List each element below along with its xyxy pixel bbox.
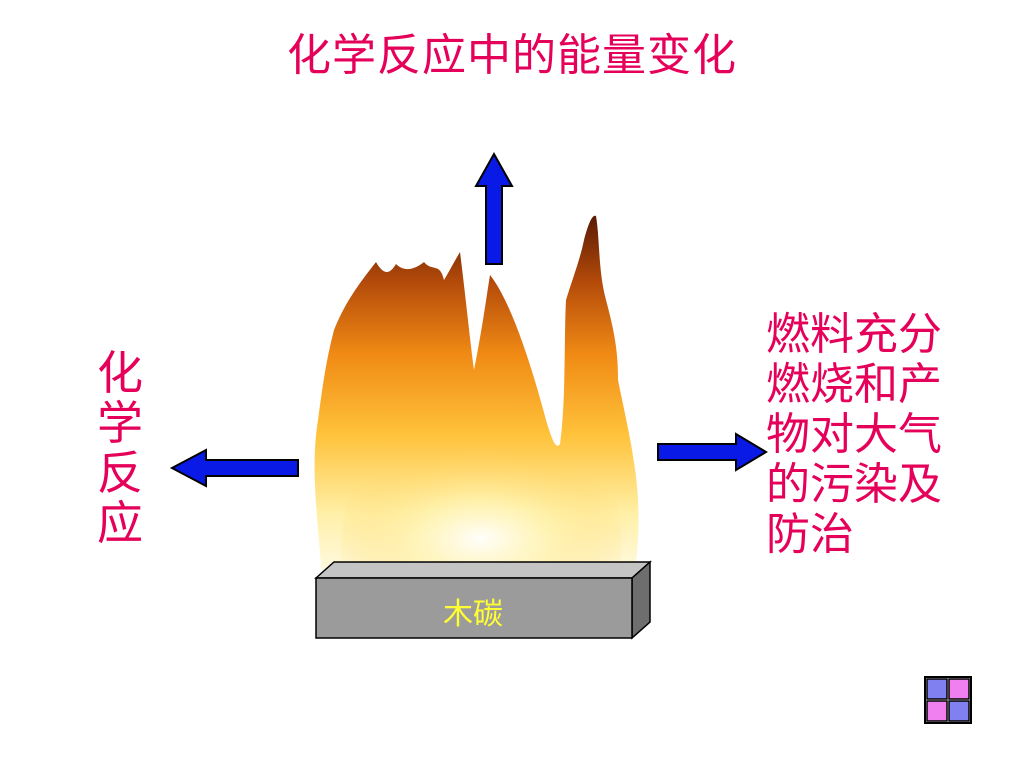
charcoal-front-face [315, 577, 633, 639]
charcoal-block [314, 560, 652, 640]
charcoal-label: 木碳 [443, 597, 503, 632]
chemical-reaction-label: 化 学 反 应 [97, 346, 143, 550]
flame-icon [314, 215, 639, 580]
arrow-right-icon [657, 432, 768, 472]
page-title: 化学反应中的能量变化 [287, 30, 737, 81]
arrow-up-icon [474, 151, 514, 265]
fuel-combustion-label: 燃料充分 燃烧和产 物对大气 的污染及 防治 [766, 309, 942, 560]
arrow-left-icon [169, 448, 299, 488]
charcoal-top-face [314, 561, 652, 579]
grid-nav-icon[interactable] [924, 676, 972, 724]
